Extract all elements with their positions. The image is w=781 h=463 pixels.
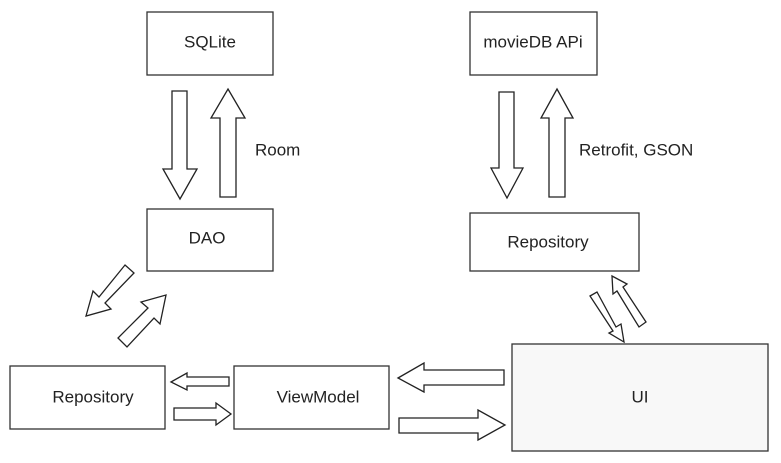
node-repository-left-label: Repository (52, 387, 134, 406)
arrow-ui-to-repository-right (611, 274, 647, 328)
arrow-dao-to-repository-left (85, 264, 135, 317)
arrow-dao-to-sqlite (209, 87, 247, 198)
node-viewmodel-label: ViewModel (277, 387, 360, 406)
node-repository-left: Repository (9, 365, 166, 430)
arrow-ui-to-viewmodel (396, 361, 505, 394)
node-sqlite: SQLite (146, 11, 274, 76)
arrow-sqlite-to-dao (161, 90, 199, 201)
node-repository-right: Repository (469, 212, 640, 272)
node-sqlite-label: SQLite (184, 32, 236, 51)
edge-label-room: Room (255, 140, 300, 159)
node-dao-label: DAO (189, 228, 226, 247)
node-repository-right-label: Repository (507, 232, 589, 251)
arrow-viewmodel-to-ui (398, 408, 507, 442)
node-moviedb-api: movieDB APi (469, 11, 598, 76)
arrow-repository-left-to-dao (117, 294, 167, 348)
edge-label-retrofit-gson: Retrofit, GSON (579, 140, 693, 159)
node-viewmodel: ViewModel (233, 365, 390, 430)
arrow-repository-right-to-ui (589, 291, 625, 344)
node-dao: DAO (146, 208, 274, 272)
arrow-repository-left-to-viewmodel (173, 401, 233, 427)
arrow-repository-to-api (539, 87, 575, 198)
node-ui-label: UI (632, 387, 649, 406)
arrow-viewmodel-to-repository-left (169, 371, 230, 392)
node-ui: UI (511, 343, 769, 452)
node-moviedb-api-label: movieDB APi (483, 32, 582, 51)
arrow-api-to-repository (489, 91, 525, 200)
